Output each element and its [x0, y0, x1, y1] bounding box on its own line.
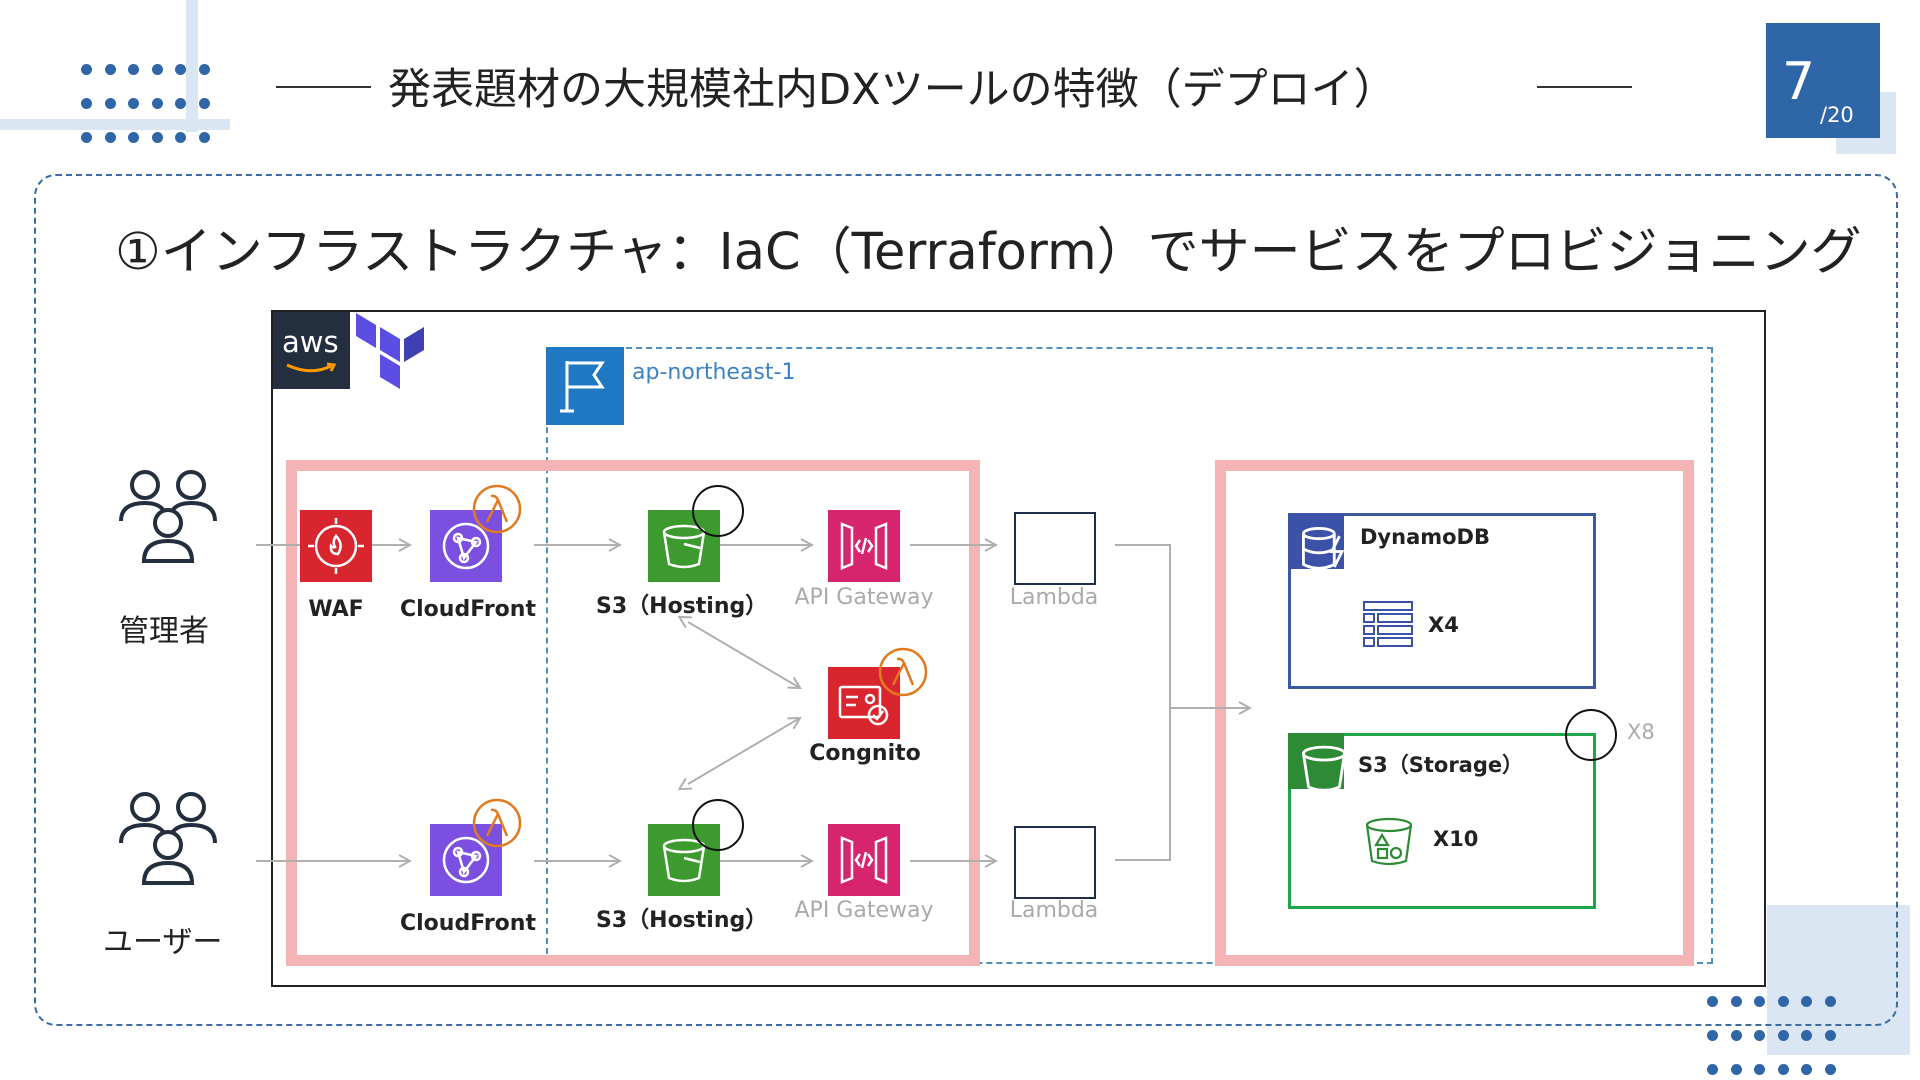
content-frame	[34, 174, 1898, 1026]
page-number: 7	[1782, 52, 1816, 112]
decorative-dot	[151, 132, 163, 143]
dynamodb-icon	[1288, 513, 1345, 570]
decorative-dot	[198, 64, 210, 75]
decorative-dot	[81, 132, 92, 143]
end-users-icon	[116, 787, 220, 893]
decorative-dot	[128, 64, 139, 75]
title-rule-right	[1537, 86, 1632, 88]
api-gateway-icon	[828, 510, 900, 582]
decorative-dot	[1730, 996, 1742, 1007]
cloudfront-icon	[430, 510, 502, 582]
region-boundary	[546, 347, 1713, 964]
user-label: ユーザー	[103, 925, 223, 960]
lambda-bottom-label: Lambda	[1009, 898, 1099, 923]
admin-label: 管理者	[119, 614, 209, 649]
decorative-dot	[1801, 1030, 1812, 1041]
s3-hosting-top-label: S3（Hosting）	[596, 594, 768, 619]
s3-storage-count: X10	[1433, 827, 1479, 851]
decorative-dot	[1801, 1064, 1812, 1075]
decorative-dot	[1707, 996, 1718, 1007]
title-rule-left	[276, 86, 371, 88]
page-title: 発表題材の大規模社内DXツールの特徴（デプロイ）	[388, 65, 1397, 115]
dynamodb-count: X4	[1428, 613, 1459, 637]
decorative-dot	[175, 98, 186, 109]
lambda-placeholder	[1014, 826, 1096, 899]
slide-subtitle: ①インフラストラクチャ：IaC（Terraform）でサービスをプロビジョニング	[115, 223, 1862, 282]
decorative-dot	[1707, 1064, 1718, 1075]
decorative-dot	[175, 132, 186, 143]
lambda-edge-icon	[878, 647, 928, 697]
decorative-dot	[151, 98, 163, 109]
page-indicator: 7 /20	[1766, 23, 1880, 138]
bucket-objects-icon	[1362, 815, 1416, 873]
outer-count: X8	[1627, 720, 1655, 744]
decorative-dot	[128, 98, 139, 109]
decorative-dot	[1730, 1030, 1742, 1041]
decorative-square	[1767, 905, 1910, 1055]
decorative-dot	[104, 98, 116, 109]
dynamodb-label: DynamoDB	[1360, 525, 1490, 549]
aws-logo: aws	[273, 312, 350, 389]
decorative-dot	[151, 64, 163, 75]
decorative-dot	[1777, 1030, 1789, 1041]
decorative-dot	[104, 64, 116, 75]
decorative-dot	[1754, 1064, 1765, 1075]
decorative-dot	[1777, 996, 1789, 1007]
table-icon	[1362, 600, 1414, 654]
s3-storage-label: S3（Storage）	[1358, 753, 1524, 777]
decorative-dot	[1824, 996, 1836, 1007]
marker-circle	[692, 799, 744, 851]
decorative-bar-horizontal	[0, 119, 230, 130]
marker-circle	[1565, 709, 1617, 761]
decorative-dot	[1707, 1030, 1718, 1041]
api-gateway-bottom-label: API Gateway	[794, 898, 934, 923]
decorative-dot	[1824, 1030, 1836, 1041]
lambda-top-label: Lambda	[1009, 585, 1099, 610]
storage-highlight-box	[1215, 460, 1694, 966]
aws-cloud-boundary	[271, 310, 1766, 987]
lambda-edge-icon	[472, 798, 522, 848]
decorative-dot	[128, 132, 139, 143]
cloudfront-top-label: CloudFront	[400, 597, 536, 622]
decorative-dot	[175, 64, 186, 75]
decorative-dot	[81, 98, 92, 109]
terraform-icon	[356, 313, 428, 395]
api-gateway-top-label: API Gateway	[794, 585, 934, 610]
page-total: /20	[1820, 103, 1854, 127]
lambda-edge-icon	[472, 484, 522, 534]
decorative-dot	[104, 132, 116, 143]
decorative-dot	[1777, 1064, 1789, 1075]
dynamodb-group	[1288, 513, 1596, 689]
region-label: ap-northeast-1	[632, 360, 796, 385]
decorative-dot	[1824, 1064, 1836, 1075]
cognito-icon	[828, 667, 900, 739]
s3-storage-group	[1288, 733, 1596, 909]
decorative-bar-vertical	[186, 0, 198, 132]
region-flag-icon	[546, 347, 624, 425]
frontend-highlight-box	[286, 460, 980, 966]
cognito-label: Congnito	[809, 741, 921, 766]
decorative-dot	[1801, 996, 1812, 1007]
waf-icon	[300, 510, 372, 582]
decorative-dot	[81, 64, 92, 75]
waf-label: WAF	[308, 597, 364, 622]
cloudfront-icon	[430, 824, 502, 896]
api-gateway-icon	[828, 824, 900, 896]
cloudfront-bottom-label: CloudFront	[400, 911, 536, 936]
decorative-dot	[198, 98, 210, 109]
decorative-dot	[1730, 1064, 1742, 1075]
marker-circle	[692, 485, 744, 537]
decorative-dot	[198, 132, 210, 143]
s3-bucket-icon	[1288, 733, 1346, 792]
lambda-placeholder	[1014, 512, 1096, 585]
decorative-dot	[1754, 996, 1765, 1007]
s3-hosting-bottom-label: S3（Hosting）	[596, 908, 768, 933]
admin-users-icon	[116, 465, 220, 571]
decorative-dot	[1754, 1030, 1765, 1041]
